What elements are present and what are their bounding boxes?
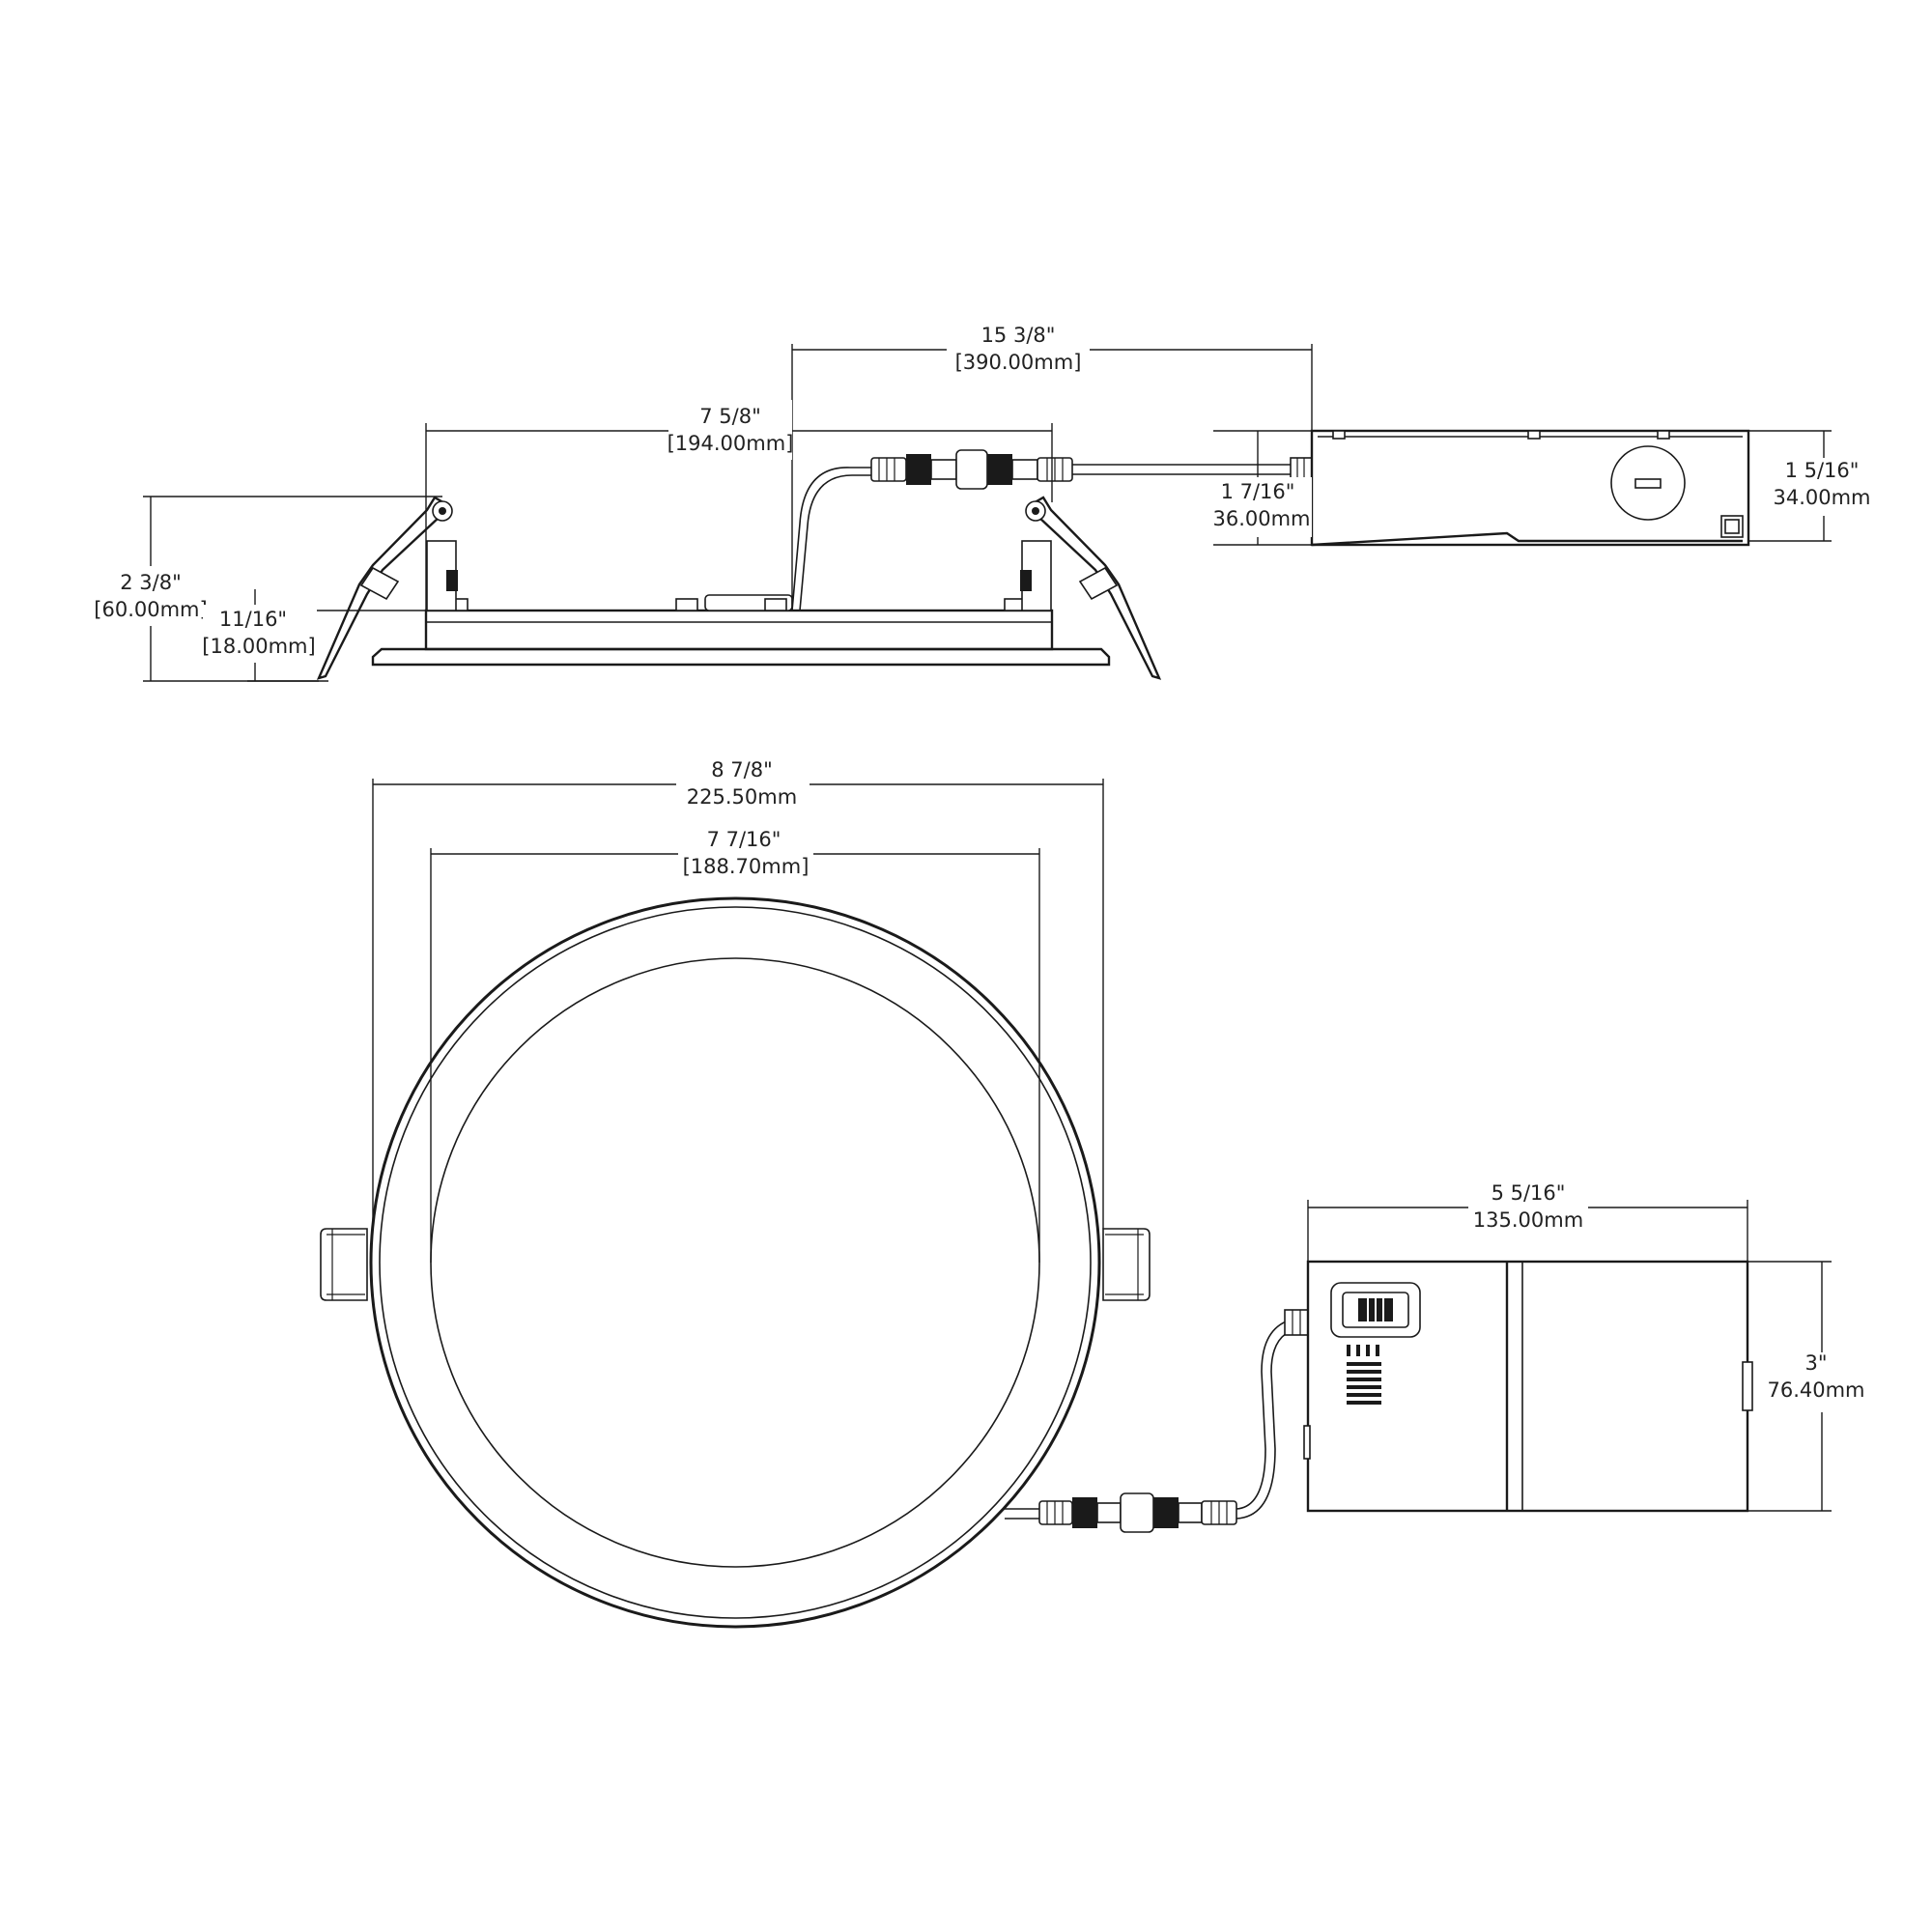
dim-box-height-imperial: 1 7/16"	[1221, 480, 1295, 503]
side-view-driver-box	[1310, 429, 1750, 547]
dim-trim-height-imperial: 11/16"	[219, 608, 287, 631]
dim-cutout-diameter-metric: [188.70mm]	[683, 855, 810, 878]
dim-trim-diameter: 8 7/8" 225.50mm	[372, 753, 1104, 1229]
dim-overall-length-imperial: 15 3/8"	[981, 324, 1056, 347]
dim-trim-diameter-metric: 225.50mm	[687, 785, 797, 809]
dim-fixture-width: 7 5/8" [194.00mm]	[425, 400, 1053, 611]
top-view-driver-box	[1303, 1260, 1753, 1513]
dim-fixture-width-metric: [194.00mm]	[668, 432, 794, 455]
top-view-connector	[1005, 1309, 1309, 1533]
dim-trim-diameter-imperial: 8 7/8"	[711, 758, 773, 781]
dim-box-height-metric: 36.00mm	[1212, 507, 1310, 530]
dim-box-width: 3" 76.40mm	[1747, 1261, 1874, 1512]
dim-overall-length: 15 3/8" [390.00mm]	[791, 319, 1313, 611]
dim-box-width-imperial: 3"	[1804, 1351, 1827, 1375]
dim-overall-height-metric: [60.00mm]	[94, 598, 207, 621]
dim-fixture-width-imperial: 7 5/8"	[699, 405, 761, 428]
dim-trim-height-metric: [18.00mm]	[202, 635, 315, 658]
dim-cutout-diameter: 7 7/16" [188.70mm]	[430, 823, 1040, 1263]
side-view-fixture	[316, 467, 1162, 680]
top-view-fixture	[320, 896, 1151, 1629]
dim-box-width-metric: 76.40mm	[1767, 1378, 1864, 1402]
dim-box-side-height: 1 5/16" 34.00mm	[1748, 430, 1872, 542]
dim-overall-length-metric: [390.00mm]	[955, 351, 1082, 374]
dim-box-length-metric: 135.00mm	[1473, 1208, 1583, 1232]
dim-box-length-imperial: 5 5/16"	[1492, 1181, 1566, 1205]
dim-box-height: 1 7/16" 36.00mm	[1211, 430, 1312, 546]
side-view-connector	[870, 449, 1313, 490]
dim-overall-height: 2 3/8" [60.00mm]	[94, 496, 442, 682]
dim-box-length: 5 5/16" 135.00mm	[1307, 1177, 1748, 1262]
dim-box-side-height-metric: 34.00mm	[1773, 486, 1870, 509]
dim-overall-height-imperial: 2 3/8"	[120, 571, 182, 594]
dim-cutout-diameter-imperial: 7 7/16"	[707, 828, 781, 851]
dim-box-side-height-imperial: 1 5/16"	[1785, 459, 1860, 482]
dim-trim-height: 11/16" [18.00mm]	[202, 589, 426, 682]
